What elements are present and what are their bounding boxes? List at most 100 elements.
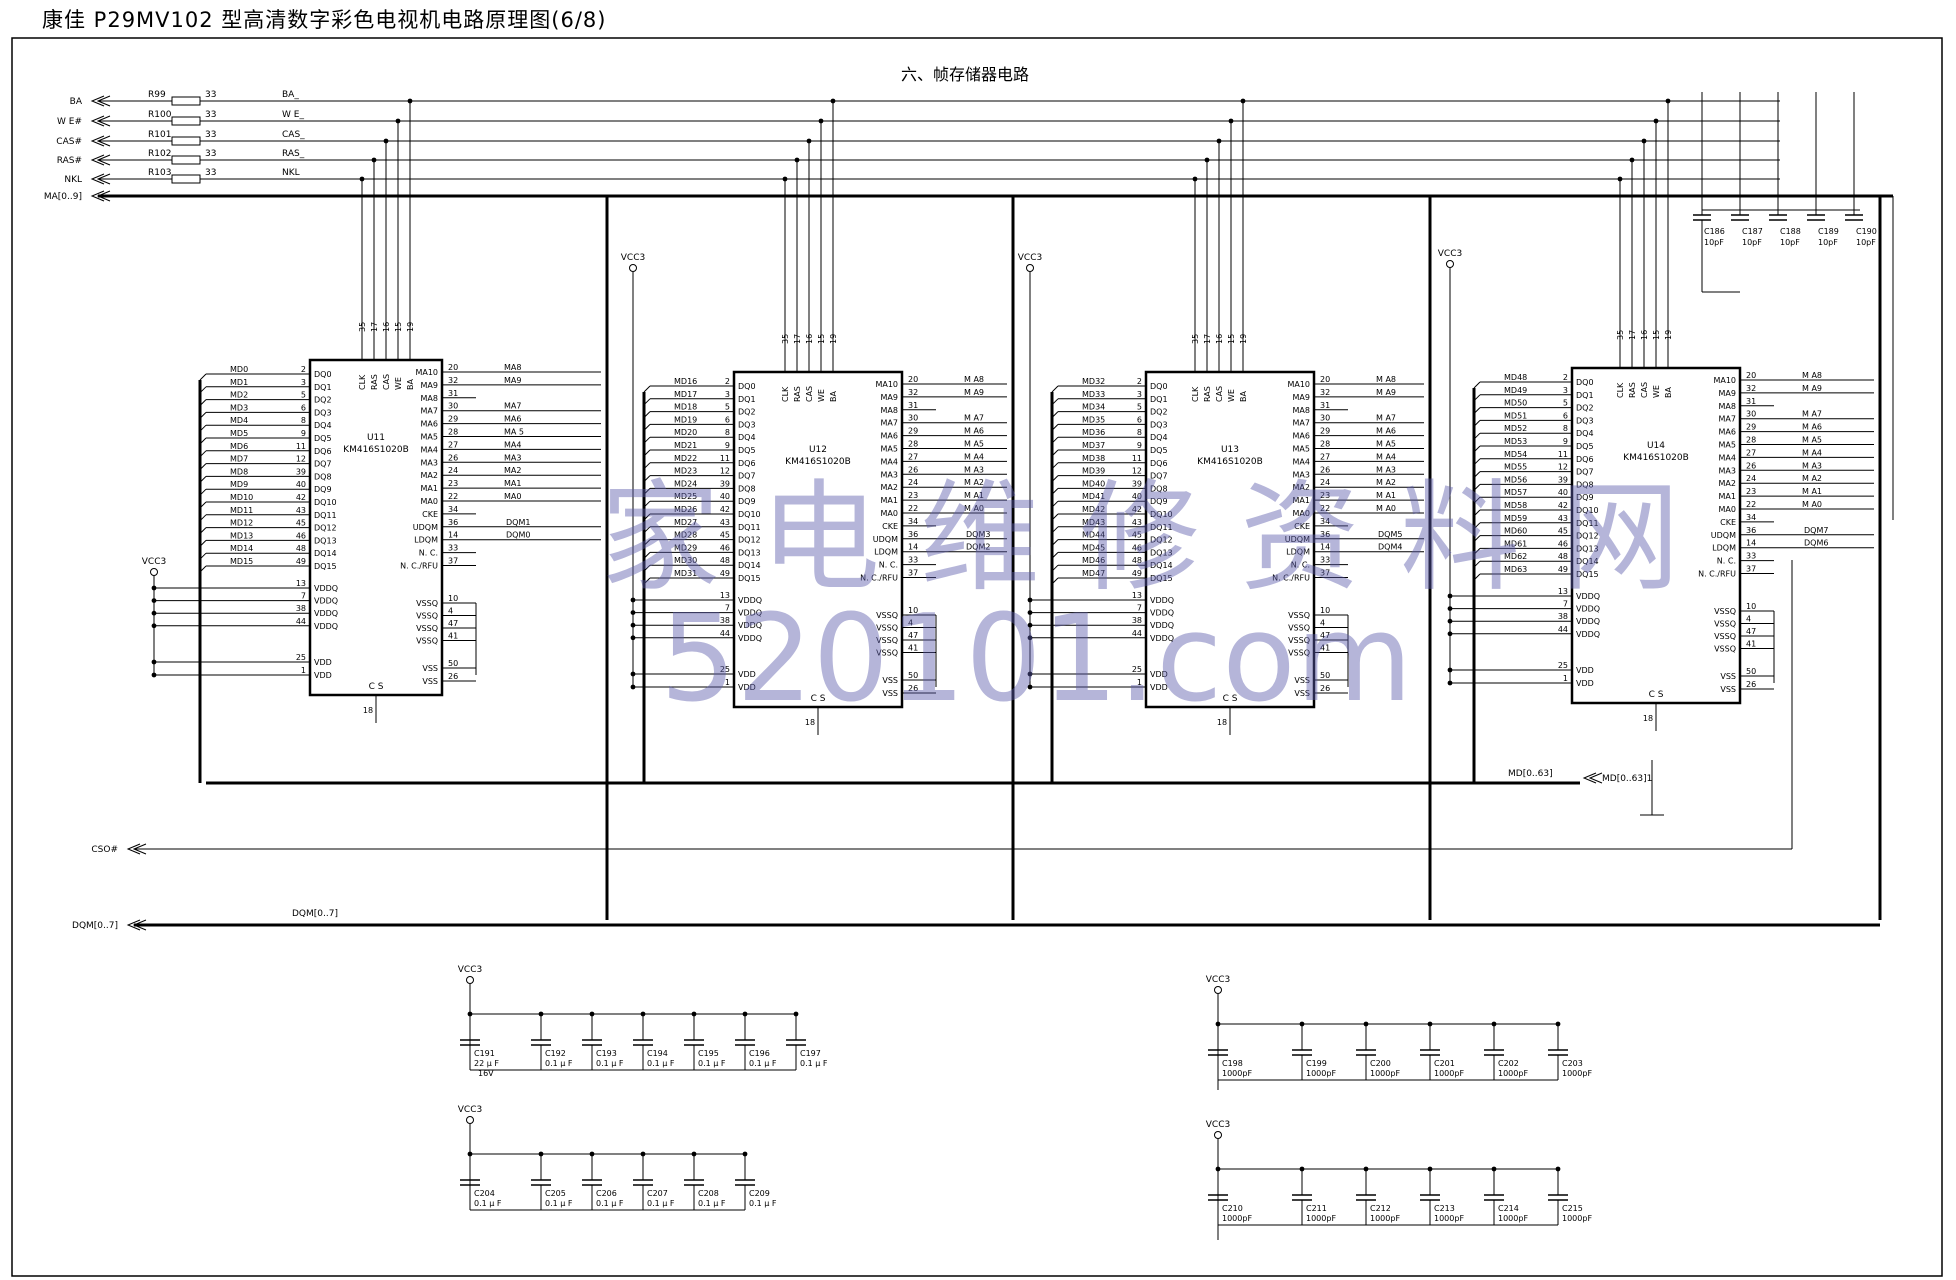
pin-number: 18: [805, 718, 815, 727]
pin-name: MA3: [421, 458, 438, 467]
pin-name: DQ13: [738, 548, 761, 557]
bus-entry: [199, 373, 207, 381]
cap-value: 0.1 μ F: [596, 1199, 624, 1208]
pin-number: 26: [448, 453, 458, 462]
resistor-value: 33: [205, 168, 216, 178]
pin-number: 3: [1137, 390, 1142, 399]
pin-name: DQ10: [314, 498, 337, 507]
pin-number: 13: [1132, 591, 1142, 600]
pin-name: MA4: [1293, 457, 1310, 466]
pin-name: DQ9: [738, 497, 756, 506]
ma-net-label: M A2: [1376, 478, 1396, 487]
cap-value: 0.1 μ F: [545, 1199, 573, 1208]
pin-number: 25: [720, 665, 730, 674]
pin-number: 41: [1746, 640, 1756, 649]
cap-value: 1000pF: [1222, 1069, 1252, 1078]
pin-number: 27: [908, 452, 918, 461]
pin-number: 25: [296, 653, 306, 662]
pin-number: 50: [908, 671, 918, 680]
ic-ref: U12: [809, 445, 827, 455]
md-net-label: MD43: [1082, 518, 1105, 527]
pin-name: VSS: [1720, 672, 1736, 681]
pin-number: 6: [1563, 411, 1568, 420]
ma-net-label: M A6: [1376, 427, 1396, 436]
cap-value: 0.1 μ F: [749, 1059, 777, 1068]
junction-dot: [1641, 138, 1647, 144]
md-net-label: MD4: [230, 416, 248, 425]
cap-ref: C199: [1306, 1059, 1327, 1068]
pin-name: VSSQ: [416, 624, 438, 633]
pin-number: 36: [908, 530, 918, 539]
junction-dot: [1240, 98, 1246, 104]
pin-name: DQ7: [738, 472, 756, 481]
pin-name: DQ4: [1150, 433, 1168, 442]
pin-number: 30: [1320, 414, 1330, 423]
dqm-net-label: DQM2: [966, 543, 990, 552]
pin-name: DQ11: [1150, 523, 1173, 532]
ma-net-label: M A1: [1802, 487, 1822, 496]
ma-net-label: M A6: [1802, 423, 1822, 432]
md-net-label: MD44: [1082, 531, 1105, 540]
cap-ref: C195: [698, 1049, 719, 1058]
pin-number: 3: [1563, 386, 1568, 395]
ma-net-label: MA8: [504, 363, 521, 372]
pin-name: DQ8: [1150, 484, 1168, 493]
pin-name: DQ15: [314, 562, 337, 571]
dqm-bus-label: DQM[0..7]: [72, 921, 118, 931]
md-net-label: MD33: [1082, 390, 1105, 399]
md-net-label: MD21: [674, 441, 697, 450]
pin-name: CLK: [781, 386, 790, 402]
cap-ref: C212: [1370, 1204, 1391, 1213]
section-title: 六、帧存储器电路: [901, 65, 1029, 84]
pin-number: 31: [1320, 401, 1330, 410]
pin-name: RAS: [793, 386, 802, 402]
pin-number: 24: [448, 466, 458, 475]
pin-number: 28: [448, 428, 458, 437]
pin-name: LDQM: [874, 548, 898, 557]
pin-number: 14: [1320, 543, 1330, 552]
cap-value: 10pF: [1780, 238, 1800, 247]
pin-name: DQ0: [738, 382, 756, 391]
ma-net-label: M A9: [1802, 384, 1822, 393]
pin-number: 20: [1320, 375, 1330, 384]
pin-name: MA10: [1287, 380, 1310, 389]
md-net-label: MD47: [1082, 569, 1105, 578]
pin-number: 50: [448, 659, 458, 668]
pin-number: 11: [1558, 450, 1568, 459]
pin-name: DQ5: [1576, 442, 1594, 451]
md-net-label: MD49: [1504, 386, 1527, 395]
ma-net-label: MA3: [504, 453, 521, 462]
pin-number: 1: [725, 678, 730, 687]
pin-name: UDQM: [1711, 531, 1736, 540]
ma-net-label: MA1: [504, 479, 521, 488]
pin-name: MA8: [1293, 406, 1310, 415]
pin-name: MA9: [1293, 393, 1310, 402]
pin-name: VDDQ: [1576, 605, 1600, 614]
pin-number: 30: [1746, 410, 1756, 419]
md-net-label: MD31: [674, 569, 697, 578]
pin-name: VSSQ: [876, 624, 898, 633]
pin-number: 31: [908, 401, 918, 410]
cap-ref: C208: [698, 1189, 719, 1198]
dqm-net-label: DQM5: [1378, 530, 1402, 539]
pin-number: 33: [1320, 556, 1330, 565]
cap-ref: C211: [1306, 1204, 1327, 1213]
pin-name: WE: [817, 389, 826, 402]
pin-number: 29: [908, 427, 918, 436]
ma-net-label: M A4: [1376, 452, 1396, 461]
ma-net-label: M A8: [1802, 371, 1822, 380]
md-net-label: MD35: [1082, 415, 1105, 424]
signal-net-label: CAS#: [56, 137, 82, 147]
md-net-label: MD41: [1082, 492, 1105, 501]
pin-number: 26: [448, 672, 458, 681]
resistor-icon: [171, 155, 201, 165]
md-net-label: MD54: [1504, 450, 1527, 459]
pin-number: 41: [448, 632, 458, 641]
pin-number: 47: [1320, 631, 1330, 640]
pin-number: 47: [1746, 627, 1756, 636]
pin-number: 8: [725, 428, 730, 437]
pin-name: DQ14: [1576, 557, 1599, 566]
cap-ref: C214: [1498, 1204, 1519, 1213]
pin-number: 3: [725, 390, 730, 399]
pin-name: MA0: [1719, 505, 1736, 514]
